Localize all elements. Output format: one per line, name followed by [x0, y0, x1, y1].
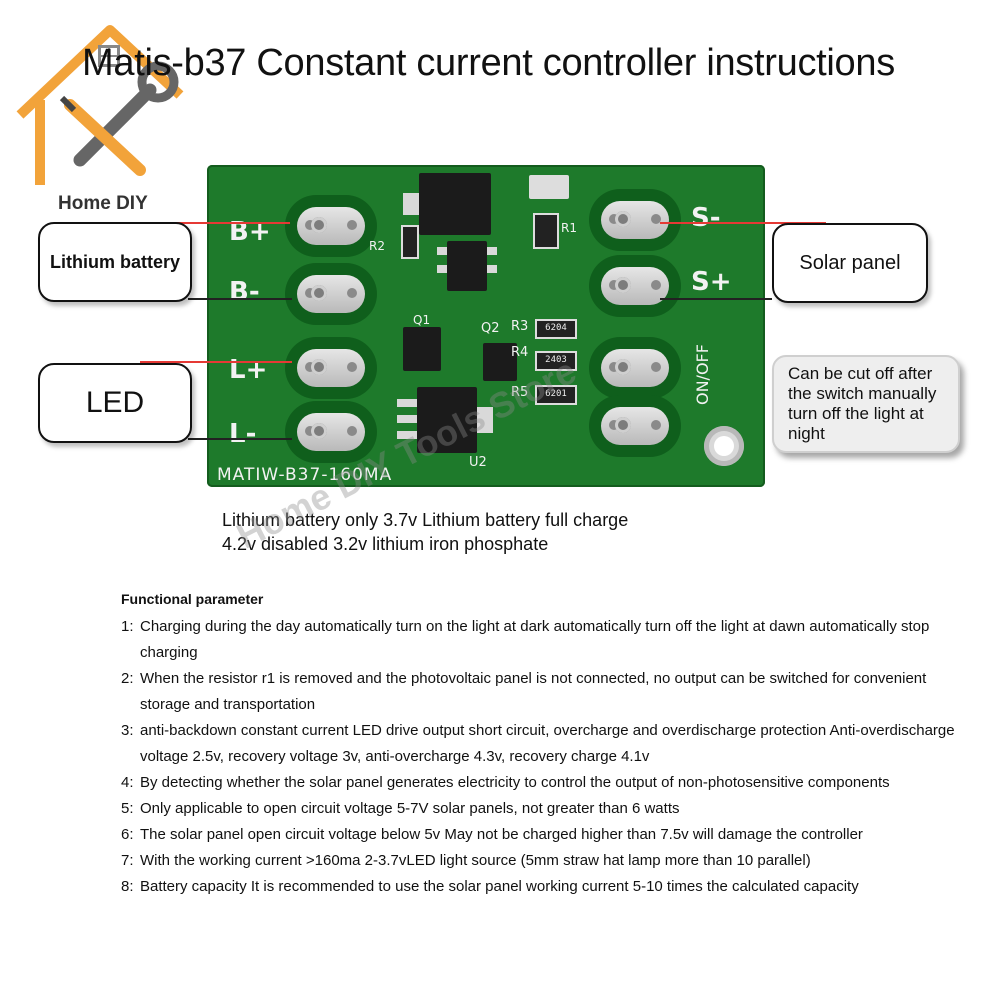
label-model: MATIW-B37-160MA — [217, 465, 393, 485]
label-r4: R4 — [511, 345, 529, 360]
leader-s-minus — [660, 222, 826, 224]
pad-s-minus — [589, 189, 681, 251]
label-r2: R2 — [369, 239, 385, 253]
pad-b-minus — [285, 263, 377, 325]
functional-list: 1:Charging during the day automatically … — [121, 614, 961, 900]
list-item: 8:Battery capacity It is recommended to … — [121, 878, 859, 895]
pad-switch-1 — [589, 337, 681, 399]
list-item: 5:Only applicable to open circuit voltag… — [121, 800, 680, 817]
list-item: 3:anti-backdown constant current LED dri… — [121, 722, 955, 765]
callout-led: LED — [38, 363, 192, 443]
resistor-r2 — [401, 225, 419, 259]
label-on-off: ON/OFF — [693, 344, 712, 405]
label-q2: Q2 — [481, 321, 500, 336]
sensor-chip — [529, 175, 569, 199]
chip-u1 — [419, 173, 491, 235]
resistor-r4: 2403 — [535, 351, 577, 371]
label-l-plus: L+ — [229, 355, 268, 385]
mounting-hole-center — [714, 436, 734, 456]
callout-solar-panel: Solar panel — [772, 223, 928, 303]
label-b-minus: B- — [229, 277, 260, 307]
resistor-r5: 6201 — [535, 385, 577, 405]
leader-s-plus — [660, 298, 772, 300]
label-q1: Q1 — [413, 313, 431, 327]
callout-lithium-battery: Lithium battery — [38, 222, 192, 302]
resistor-r1 — [533, 213, 559, 249]
pad-switch-2 — [589, 395, 681, 457]
chip-sot — [447, 241, 487, 291]
leader-b-minus — [188, 298, 292, 300]
label-l-minus: L- — [229, 419, 257, 449]
label-r3: R3 — [511, 319, 529, 334]
leader-b-plus — [140, 222, 290, 224]
home-diy-logo — [16, 25, 184, 185]
list-item: 6:The solar panel open circuit voltage b… — [121, 826, 863, 843]
pad-b-plus — [285, 195, 377, 257]
chip-u1-tab — [403, 193, 419, 215]
resistor-r3: 6204 — [535, 319, 577, 339]
pcb-board: B+ B- L+ L- S- S+ ON/OFF MATIW-B37-160MA… — [207, 165, 765, 487]
label-u2: U2 — [469, 455, 487, 470]
transistor-q2 — [483, 343, 517, 381]
list-item: 2:When the resistor r1 is removed and th… — [121, 670, 927, 713]
list-item: 7:With the working current >160ma 2-3.7v… — [121, 852, 811, 869]
pad-l-plus — [285, 337, 377, 399]
list-item: 1:Charging during the day automatically … — [121, 618, 930, 661]
battery-note: Lithium battery only 3.7v Lithium batter… — [222, 510, 629, 554]
callout-switch-cutoff: Can be cut off after the switch manually… — [772, 355, 960, 453]
pad-s-plus — [589, 255, 681, 317]
label-r5: R5 — [511, 385, 529, 400]
house-wrench-screwdriver-icon — [16, 25, 184, 185]
functional-heading: Functional parameter — [121, 591, 264, 607]
leader-l-minus — [188, 438, 292, 440]
pad-l-minus — [285, 401, 377, 463]
logo-text: Home DIY — [58, 193, 148, 214]
label-s-minus: S- — [691, 203, 721, 233]
label-r1: R1 — [561, 221, 577, 235]
list-item: 4:By detecting whether the solar panel g… — [121, 774, 890, 791]
leader-l-plus — [140, 361, 292, 363]
page-title: Matis-b37 Constant current controller in… — [82, 42, 895, 84]
chip-u2 — [417, 387, 477, 453]
label-s-plus: S+ — [691, 267, 732, 297]
transistor-q1 — [403, 327, 441, 371]
